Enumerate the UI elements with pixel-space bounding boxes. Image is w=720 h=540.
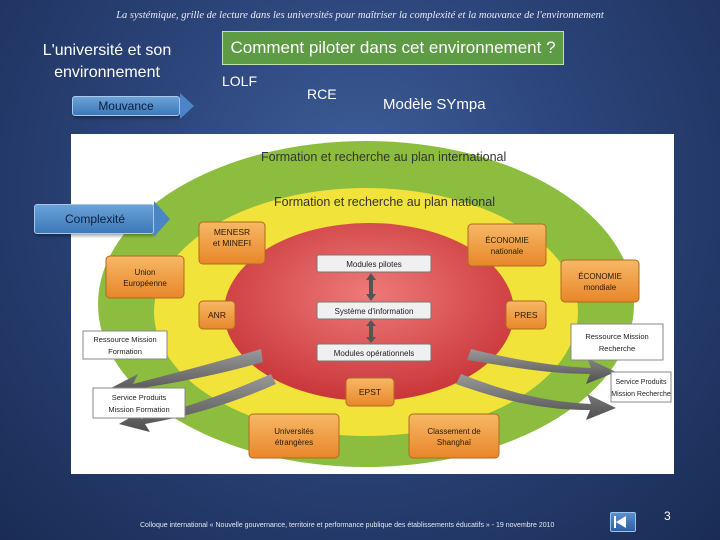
- box-anr-label: ANR: [208, 310, 226, 320]
- flow-arrow-right-top-icon: [467, 349, 616, 384]
- page-number: 3: [664, 509, 671, 523]
- box-service-formation: Service Produits Mission Formation: [92, 387, 186, 419]
- core-module-si-label: Système d'information: [335, 307, 414, 316]
- nav-back-button[interactable]: [610, 512, 636, 532]
- complexite-arrow-icon: [154, 201, 170, 237]
- box-pres: PRES: [505, 300, 547, 330]
- piloting-question: Comment piloter dans cet environnement ?: [222, 31, 564, 65]
- core-module-pilotes-label: Modules pilotes: [346, 260, 402, 269]
- university-heading-line1: L'université et son: [42, 42, 172, 59]
- university-heading-line2: environnement: [54, 64, 160, 81]
- box-service-formation-line2: Mission Formation: [108, 405, 169, 414]
- complexite-tag: Complexité: [34, 204, 154, 234]
- diagram-canvas: Formation et recherche au plan internati…: [82, 141, 672, 467]
- nav-bar-icon: [614, 516, 616, 528]
- box-ressource-formation-line2: Formation: [108, 347, 142, 356]
- box-service-recherche-line1: Service Produits: [616, 379, 667, 386]
- box-epst-label: EPST: [359, 387, 381, 397]
- slide-caption: La systémique, grille de lecture dans le…: [116, 10, 604, 21]
- box-ressource-recherche-line1: Ressource Mission: [585, 332, 648, 341]
- sympa-model-label: Modèle SYmpa: [383, 96, 486, 113]
- nav-back-icon: [616, 516, 626, 528]
- box-service-recherche: Service Produits Mission Recherche: [610, 371, 672, 403]
- box-anr: ANR: [198, 300, 236, 330]
- box-ressource-formation: Ressource Mission Formation: [82, 330, 168, 360]
- mouvance-tag: Mouvance: [72, 96, 180, 116]
- university-heading: L'université et son environnement: [22, 40, 192, 84]
- rce-label: RCE: [307, 86, 337, 102]
- systemic-diagram: Formation et recherche au plan internati…: [71, 134, 674, 474]
- box-ressource-recherche: Ressource Mission Recherche: [570, 323, 664, 361]
- box-service-recherche-line2: Mission Recherche: [611, 391, 671, 398]
- box-ressource-formation-line1: Ressource Mission: [93, 335, 156, 344]
- core-module-operationnels: Modules opérationnels: [316, 343, 432, 362]
- box-epst: EPST: [345, 377, 395, 407]
- lolf-label: LOLF: [222, 73, 258, 89]
- core-module-pilotes: Modules pilotes: [316, 254, 432, 273]
- box-pres-label: PRES: [514, 310, 537, 320]
- box-ressource-recherche-line2: Recherche: [599, 344, 635, 353]
- footer-caption: Colloque international « Nouvelle gouver…: [140, 522, 555, 529]
- flow-arrow-right-bottom-icon: [456, 374, 616, 420]
- international-ring-label: Formation et recherche au plan internati…: [261, 150, 506, 164]
- box-service-formation-line1: Service Produits: [112, 393, 167, 402]
- mouvance-arrow-icon: [180, 93, 194, 119]
- core-module-si: Système d'information: [316, 301, 432, 320]
- core-arrows-icon: [366, 273, 376, 343]
- flow-arrow-left-top-icon: [111, 349, 263, 398]
- national-ring-label: Formation et recherche au plan national: [274, 195, 495, 209]
- core-module-operationnels-label: Modules opérationnels: [334, 349, 415, 358]
